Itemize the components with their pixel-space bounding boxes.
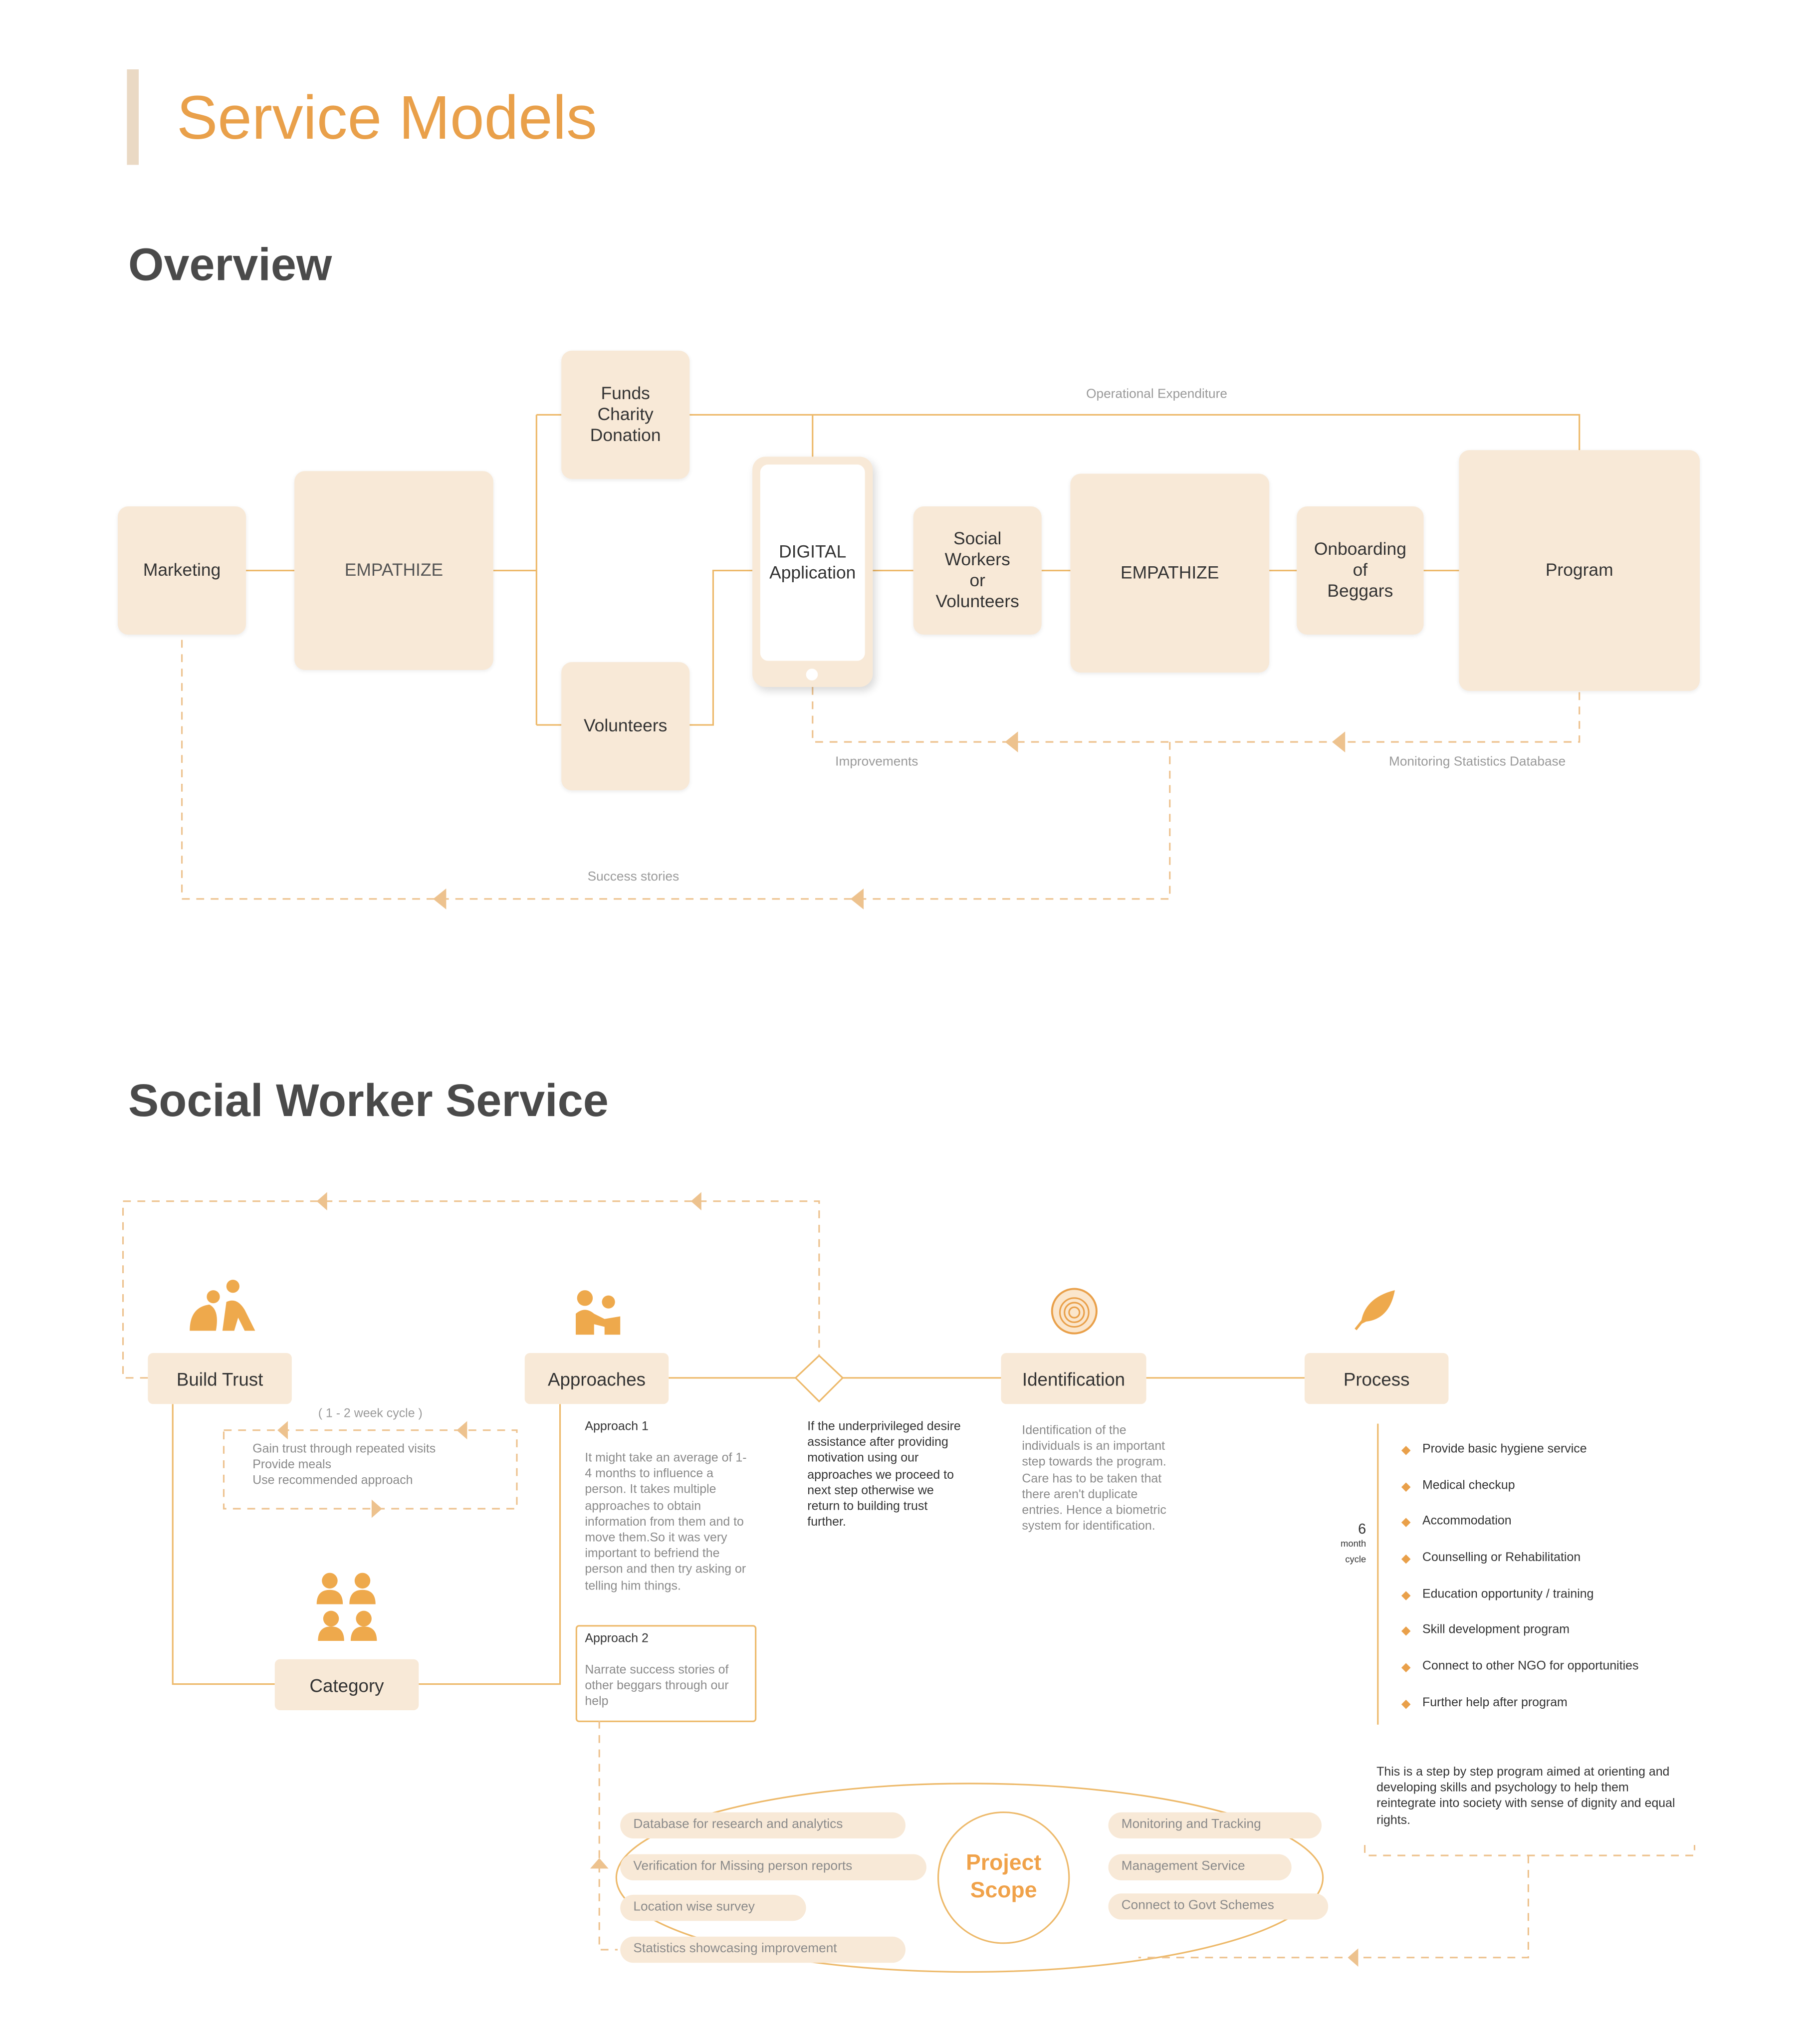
node-empathize-2: EMPATHIZE [1070,473,1270,673]
page-title: Service Models [177,82,597,152]
process-item: Skill development program [1422,1622,1570,1637]
cycle-label: ( 1 - 2 week cycle ) [318,1406,423,1421]
phone-home-button [806,669,818,681]
approaches-icon [576,1290,621,1335]
process-item: Counselling or Rehabilitation [1422,1551,1581,1565]
category-people-icon [316,1573,377,1641]
build-trust-icon [190,1280,255,1331]
social-worker-heading: Social Worker Service [128,1075,609,1127]
step-process: Process [1304,1353,1449,1404]
node-social-workers: Social Workers or Volunteers [913,506,1042,635]
identification-text: Identification of the individuals is an … [1022,1423,1166,1534]
fingerprint-icon [1051,1288,1098,1335]
decision-text: If the underprivileged desire assistance… [807,1419,961,1530]
process-item: Medical checkup [1422,1478,1515,1493]
process-item: Education opportunity / training [1422,1587,1594,1602]
title-accent-bar [127,69,139,165]
phone-screen: DIGITAL Application [760,464,865,661]
process-item: Connect to other NGO for opportunities [1422,1659,1639,1674]
label-improvements: Improvements [835,755,918,770]
cycle-unit-month: month [1341,1540,1366,1550]
process-item: Accommodation [1422,1514,1512,1529]
project-scope-title: Project Scope [938,1849,1069,1904]
approach1-title: Approach 1 [585,1419,649,1434]
label-success-stories: Success stories [587,870,679,885]
scope-item: Management Service [1108,1854,1292,1880]
step-build-trust: Build Trust [148,1353,292,1404]
project-scope-line1: Project [966,1850,1042,1875]
process-item: Further help after program [1422,1696,1568,1710]
label-operational-expenditure: Operational Expenditure [1086,387,1228,402]
process-leaf-icon [1355,1290,1395,1331]
process-item: Provide basic hygiene service [1422,1442,1587,1457]
cycle-unit-cycle: cycle [1345,1556,1366,1565]
scope-item: Location wise survey [620,1894,806,1921]
step-category: Category [274,1659,419,1710]
trust-item: Gain trust through repeated visits [252,1442,436,1457]
scope-item: Verification for Missing person reports [620,1854,926,1880]
approach1-body: It might take an average of 1-4 months t… [585,1451,747,1593]
scope-item: Monitoring and Tracking [1108,1812,1322,1839]
approach2-title: Approach 2 [585,1631,649,1646]
node-program: Program [1459,450,1700,691]
scope-item: Statistics showcasing improvement [620,1936,906,1963]
step-approaches: Approaches [524,1353,669,1404]
trust-item: Provide meals [252,1457,332,1472]
cycle-number: 6 [1358,1522,1366,1538]
node-volunteers: Volunteers [561,662,690,791]
node-onboarding: Onboarding of Beggars [1297,506,1424,635]
step-identification: Identification [1001,1353,1146,1404]
approach2-body: Narrate success stories of other beggars… [585,1663,729,1710]
overview-heading: Overview [128,239,332,291]
label-monitoring: Monitoring Statistics Database [1388,755,1566,770]
project-scope-line2: Scope [970,1877,1037,1903]
trust-item: Use recommended approach [252,1473,413,1488]
scope-item: Connect to Govt Schemes [1108,1893,1329,1920]
node-funds: Funds Charity Donation [561,350,690,479]
node-marketing: Marketing [118,506,246,635]
scope-item: Database for research and analytics [620,1812,906,1839]
node-digital-phone: DIGITAL Application [752,456,873,687]
node-empathize-1: EMPATHIZE [294,471,493,670]
program-description: This is a step by step program aimed at … [1376,1765,1675,1828]
